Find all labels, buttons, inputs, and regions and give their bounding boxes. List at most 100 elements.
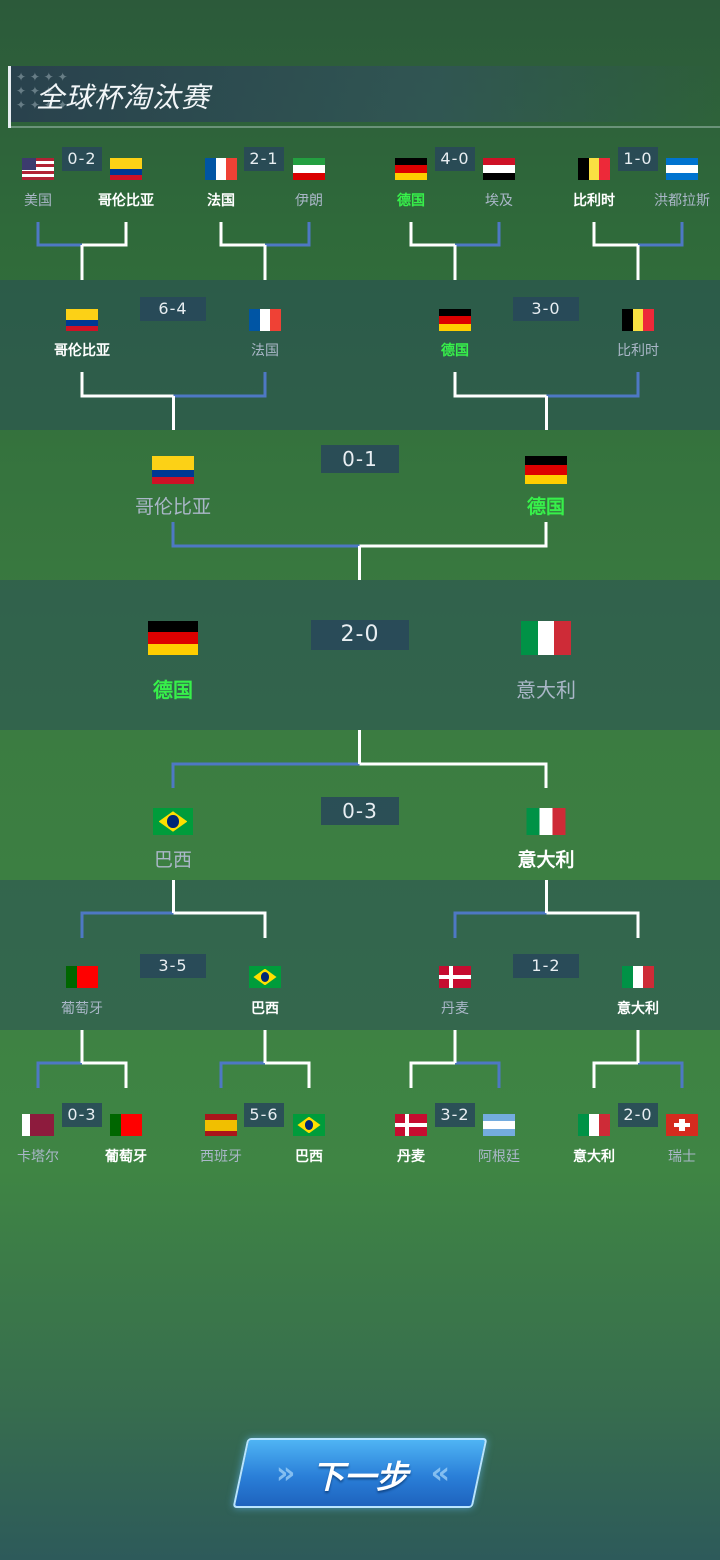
match-score: 0-2 <box>62 147 102 171</box>
colombia-flag-icon <box>66 309 98 331</box>
match-score: 4-0 <box>435 147 475 171</box>
team-name: 巴西 <box>251 1001 279 1017</box>
brazil-flag-icon <box>293 1114 325 1136</box>
team-italy: 意大利 <box>517 808 575 872</box>
qatar-flag-icon <box>22 1114 54 1136</box>
line-b5-right <box>173 911 267 938</box>
match-score: 3-2 <box>435 1103 475 1127</box>
team-germany: 德国 <box>439 309 471 360</box>
team-colombia: 哥伦比亚 <box>98 158 154 210</box>
team-name: 意大利 <box>516 678 576 702</box>
line-t4-right <box>638 222 684 247</box>
team-name: 西班牙 <box>200 1149 242 1165</box>
line-b4-right <box>638 1061 684 1088</box>
team-honduras: 洪都拉斯 <box>654 158 710 210</box>
line-t5-right <box>173 372 267 398</box>
team-switzerland: 瑞士 <box>666 1114 698 1166</box>
line-t1-right <box>82 222 128 247</box>
usa-flag-icon <box>22 158 54 180</box>
iran-flag-icon <box>293 158 325 180</box>
honduras-flag-icon <box>666 158 698 180</box>
header-underline <box>8 126 720 128</box>
line-t3-right <box>455 222 501 247</box>
germany-flag-icon <box>395 158 427 180</box>
colombia-flag-icon <box>110 158 142 180</box>
line-b7-left <box>171 762 360 788</box>
team-name: 哥伦比亚 <box>98 193 154 209</box>
team-name: 意大利 <box>573 1149 615 1165</box>
team-name: 埃及 <box>485 193 513 209</box>
portugal-flag-icon <box>66 966 98 988</box>
line-t5-left <box>80 372 174 398</box>
team-argentina: 阿根廷 <box>478 1114 520 1166</box>
team-name: 巴西 <box>153 849 192 871</box>
team-egypt: 埃及 <box>483 158 515 210</box>
line-t7-left <box>171 522 360 548</box>
team-italy: 意大利 <box>573 1114 615 1166</box>
match-score: 3-5 <box>140 954 206 978</box>
line-t2-right <box>265 222 311 247</box>
team-name: 法国 <box>207 193 235 209</box>
line-t4-left <box>592 222 638 247</box>
team-iran: 伊朗 <box>293 158 325 210</box>
team-name: 葡萄牙 <box>105 1149 147 1165</box>
team-name: 洪都拉斯 <box>654 193 710 209</box>
line-b1-left <box>36 1061 82 1088</box>
line-t6-right <box>546 372 640 398</box>
team-spain: 西班牙 <box>200 1114 242 1166</box>
team-name: 丹麦 <box>441 1001 469 1017</box>
team-france: 法国 <box>205 158 237 210</box>
team-name: 比利时 <box>617 343 659 359</box>
team-name: 德国 <box>397 193 425 209</box>
germany-flag-icon <box>525 456 567 484</box>
line-b2-right <box>265 1061 311 1088</box>
next-step-button[interactable]: » « 下一步 <box>232 1438 488 1508</box>
brazil-flag-icon <box>249 966 281 988</box>
line-t1-left <box>36 222 82 247</box>
france-flag-icon <box>205 158 237 180</box>
italy-flag-icon <box>525 808 566 835</box>
match-score: 0-1 <box>321 445 399 473</box>
team-belgium: 比利时 <box>617 309 659 360</box>
portugal-flag-icon <box>110 1114 142 1136</box>
match-score: 6-4 <box>140 297 206 321</box>
star-decoration-icon: ✦ ✦ ✦ ✦✦ ✦ ✦✦ ✦ ✦ ✦ <box>16 70 68 112</box>
match-score: 0-3 <box>321 797 399 825</box>
team-name: 伊朗 <box>295 193 323 209</box>
chevron-right-icon: « <box>430 1456 450 1491</box>
header-banner <box>8 66 720 122</box>
team-brazil: 巴西 <box>293 1114 325 1166</box>
germany-flag-icon <box>148 621 198 655</box>
match-score: 3-0 <box>513 297 579 321</box>
team-denmark: 丹麦 <box>439 966 471 1018</box>
team-italy: 意大利 <box>617 966 659 1018</box>
team-name: 意大利 <box>517 849 575 871</box>
match-score: 0-3 <box>62 1103 102 1127</box>
argentina-flag-icon <box>483 1114 515 1136</box>
line-b3-right <box>455 1061 501 1088</box>
chevron-left-icon: » <box>276 1456 296 1491</box>
team-name: 巴西 <box>295 1149 323 1165</box>
line-t3-left <box>409 222 455 247</box>
line-b1-right <box>82 1061 128 1088</box>
switzerland-flag-icon <box>666 1114 698 1136</box>
match-score: 1-2 <box>513 954 579 978</box>
team-name: 丹麦 <box>397 1149 425 1165</box>
team-colombia: 哥伦比亚 <box>54 309 110 360</box>
team-name: 哥伦比亚 <box>134 496 212 518</box>
team-germany: 德国 <box>525 456 567 519</box>
line-t7-right <box>359 522 548 548</box>
line-t2-left <box>219 222 265 247</box>
team-name: 德国 <box>441 343 469 359</box>
round-band-final <box>0 580 720 730</box>
italy-flag-icon <box>521 621 571 655</box>
team-name: 哥伦比亚 <box>54 343 110 359</box>
denmark-flag-icon <box>395 1114 427 1136</box>
team-brazil: 巴西 <box>249 966 281 1018</box>
spain-flag-icon <box>205 1114 237 1136</box>
team-name: 德国 <box>526 496 565 518</box>
team-belgium: 比利时 <box>573 158 615 210</box>
team-name: 瑞士 <box>668 1149 696 1165</box>
line-t6-left <box>453 372 547 398</box>
